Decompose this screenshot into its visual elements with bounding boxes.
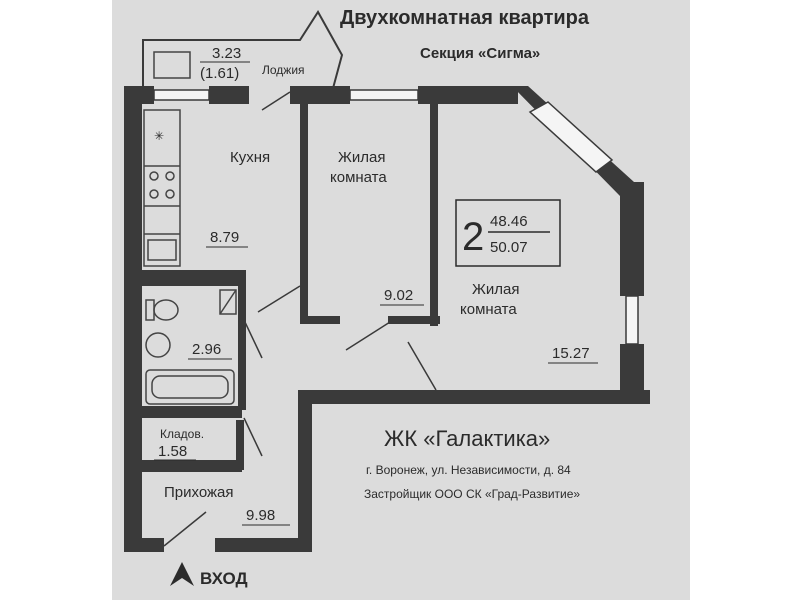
right-outer-wall (620, 182, 644, 296)
loggia-outline (142, 10, 344, 93)
loggia-window (153, 89, 210, 101)
living-small-bottom-wall (300, 316, 340, 324)
lower-outer-wall (298, 390, 650, 404)
vent-shaft (219, 289, 237, 315)
area-summary-box: 2 48.46 50.07 (455, 199, 561, 267)
wall-segment (124, 538, 164, 552)
bath-bottom-wall (142, 406, 242, 418)
right-outer-wall-lower (620, 344, 644, 404)
bath-right-wall (238, 270, 246, 410)
stove-burner-icon (165, 171, 175, 181)
storage-area: 1.58 (158, 443, 187, 460)
living-small-area: 9.02 (384, 287, 413, 304)
loggia-area-reduced: (1.61) (200, 65, 239, 82)
plan-title: Двухкомнатная квартира (340, 7, 590, 29)
developer-name: Застройщик ООО СК «Град-Развитие» (364, 487, 580, 501)
background-left (0, 0, 112, 600)
kitchen-label: Кухня (230, 149, 270, 166)
bathroom-area: 2.96 (192, 341, 221, 358)
hallway-area: 9.98 (246, 507, 275, 524)
toilet-icon (153, 299, 179, 321)
left-outer-wall (124, 86, 142, 550)
bath-door (243, 319, 263, 359)
entrance-arrow-icon (170, 562, 194, 586)
complex-name: ЖК «Галактика» (384, 426, 550, 451)
wall-segment (215, 538, 305, 552)
storage-right-wall (236, 420, 244, 470)
washbasin-icon (145, 332, 171, 358)
storage-door (243, 417, 263, 457)
living-small-door (345, 321, 391, 351)
bay-window (528, 101, 614, 173)
loggia-item (153, 51, 191, 79)
living-divider-wall (430, 90, 438, 326)
storage-label: Кладов. (160, 427, 204, 441)
loggia-door (261, 91, 291, 111)
living-large-door (407, 341, 437, 391)
section-name: Секция «Сигма» (420, 45, 540, 62)
doors (163, 91, 437, 547)
living-large-area: 15.27 (552, 345, 590, 362)
living-large-label-line1: Жилая (472, 281, 519, 298)
bathtub-icon (145, 369, 235, 405)
right-window (625, 295, 639, 345)
kitchen-area: 8.79 (210, 229, 239, 246)
total-area: 50.07 (490, 239, 528, 256)
stove-burner-icon (149, 189, 159, 199)
hallway-label: Прихожая (164, 484, 234, 501)
complex-address: г. Воронеж, ул. Независимости, д. 84 (366, 463, 571, 477)
kitchen-counter (143, 109, 181, 267)
walls (124, 10, 650, 552)
wall-segment (209, 86, 249, 104)
storage-bottom-wall (142, 460, 242, 472)
background-right (690, 0, 800, 600)
living-small-bottom-wall-right (388, 316, 440, 324)
hallway-right-wall (298, 392, 312, 552)
living-small-left-wall (300, 90, 308, 322)
wall-segment (418, 86, 518, 104)
living-small-window (349, 89, 419, 101)
stove-burner-icon (165, 189, 175, 199)
kitchen-sink (147, 239, 177, 261)
fixtures: ✳ (143, 51, 237, 405)
living-small-label-line2: комната (330, 169, 387, 186)
loggia-area: 3.23 (212, 45, 241, 62)
kitchen-bath-wall (142, 270, 242, 286)
entrance-label: ВХОД (200, 569, 248, 588)
entrance-door (163, 511, 207, 547)
living-small-label-line1: Жилая (338, 149, 385, 166)
room-count: 2 (462, 215, 484, 259)
loggia-label: Лоджия (262, 63, 305, 77)
fridge-icon: ✳ (154, 129, 164, 143)
stove-burner-icon (149, 171, 159, 181)
living-area-total: 48.46 (490, 213, 528, 230)
kitchen-door (257, 285, 301, 313)
wall-segment (290, 86, 350, 104)
living-large-label-line2: комната (460, 301, 517, 318)
